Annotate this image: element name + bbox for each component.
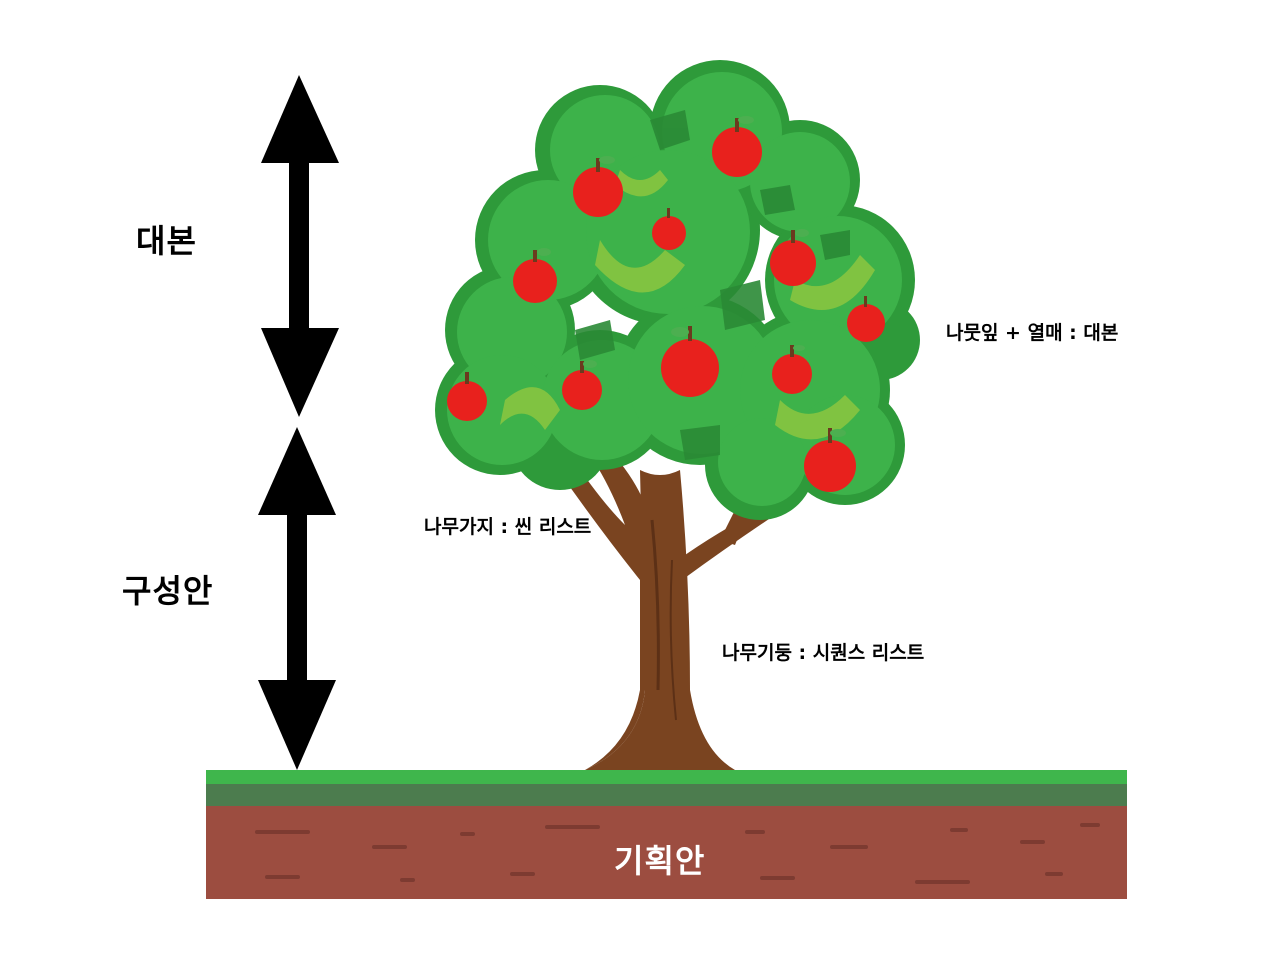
- apple-icon: [573, 156, 623, 217]
- annotation-branches: 나무가지 : 씬 리스트: [424, 516, 592, 538]
- apples: [447, 116, 885, 492]
- apple-icon: [562, 360, 602, 410]
- section-label-script: 대본: [136, 222, 197, 260]
- section-label-plan: 기획안: [614, 842, 706, 880]
- apple-icon: [513, 248, 557, 303]
- double-arrow-top: [261, 75, 339, 417]
- section-label-structure: 구성안: [122, 572, 214, 610]
- apple-icon: [847, 296, 885, 342]
- annotation-trunk: 나무기둥 : 시퀀스 리스트: [722, 642, 925, 664]
- annotation-leaves: 나뭇잎 + 열매 : 대본: [946, 322, 1119, 344]
- double-arrow-bottom: [258, 427, 336, 770]
- apple-icon: [712, 116, 762, 177]
- ground: [206, 770, 1127, 899]
- apple-icon: [804, 428, 856, 492]
- apple-icon: [661, 326, 719, 397]
- apple-icon: [772, 345, 812, 394]
- apple-icon: [447, 372, 487, 421]
- apple-icon: [652, 208, 686, 250]
- apple-icon: [770, 229, 816, 286]
